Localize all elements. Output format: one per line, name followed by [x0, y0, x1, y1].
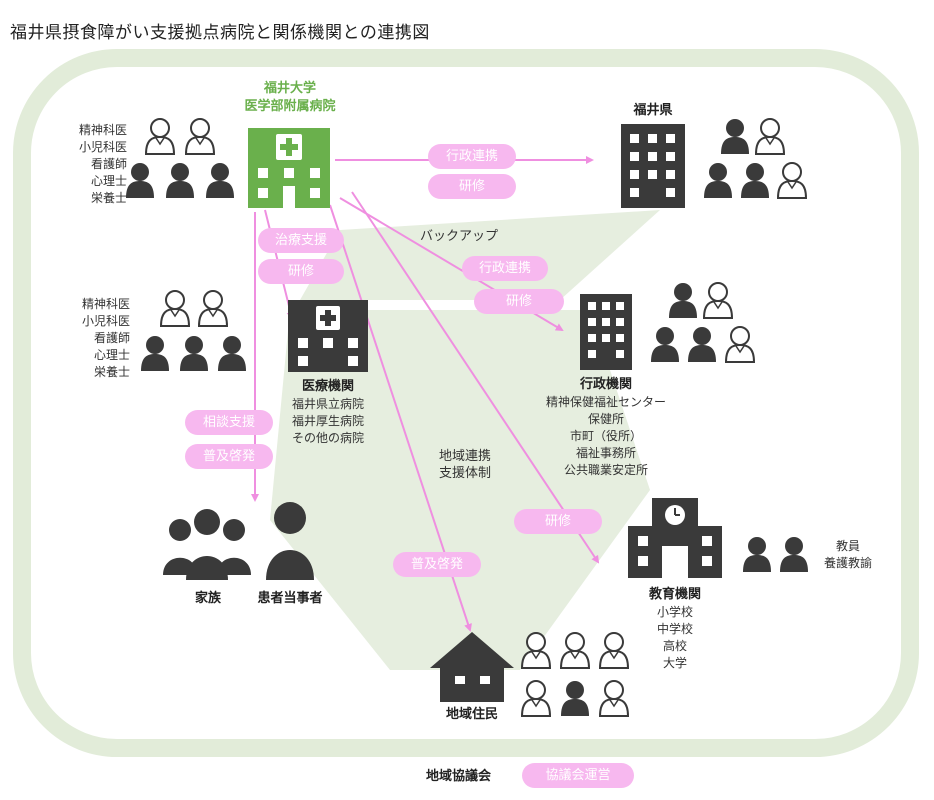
staff-item: 栄養士	[90, 191, 127, 205]
pill-treatment-support: 治療支援	[258, 228, 344, 253]
pill-admin-cooperation-mid: 行政連携	[462, 256, 548, 281]
pill-training-education: 研修	[514, 509, 602, 534]
admin-label: 行政機関	[579, 377, 632, 392]
medical-members: 福井県立病院 福井厚生病院 その他の病院	[268, 396, 388, 447]
education-members: 小学校 中学校 高校 大学	[630, 604, 720, 672]
patient-icon	[266, 502, 314, 580]
pill-training-top: 研修	[428, 174, 516, 199]
staff-item: 心理士	[93, 348, 130, 362]
medical-building-icon	[288, 300, 368, 372]
member-item: 福井県立病院	[291, 397, 364, 411]
prefecture-building-icon	[621, 124, 685, 208]
school-building-icon	[628, 498, 722, 578]
patient-label: 患者当事者	[257, 591, 323, 606]
hospital-name-line1: 福井大学	[263, 81, 316, 96]
pill-consultation-support: 相談支援	[185, 410, 273, 435]
staff-item: 教員	[835, 539, 860, 553]
member-item: 小学校	[656, 605, 693, 619]
regional-system-label: 地域連携 支援体制	[425, 448, 505, 482]
staff-item: 心理士	[90, 174, 127, 188]
staff-item: 看護師	[93, 331, 130, 345]
regional-line: 支援体制	[438, 466, 491, 481]
admin-members: 精神保健福祉センター 保健所 市町（役所） 福祉事務所 公共職業安定所	[521, 394, 691, 479]
council-pill: 協議会運営	[522, 763, 634, 788]
page-title: 福井県摂食障がい支援拠点病院と関係機関との連携図	[10, 23, 430, 43]
medical-staff-list: 精神科医 小児科医 看護師 心理士 栄養士	[60, 296, 130, 381]
member-item: 中学校	[656, 622, 693, 636]
education-label: 教育機関	[648, 587, 701, 602]
medical-label: 医療機関	[301, 379, 354, 394]
hospital-building-icon	[248, 128, 330, 208]
residents-label: 地域住民	[445, 707, 498, 722]
member-item: その他の病院	[291, 431, 364, 445]
regional-support-area	[270, 310, 650, 670]
member-item: 福祉事務所	[575, 446, 636, 460]
hospital-name-line2: 医学部附属病院	[244, 99, 336, 114]
council-label: 地域協議会	[426, 769, 492, 784]
admin-building-icon	[580, 294, 632, 370]
staff-item: 小児科医	[81, 314, 130, 328]
staff-item: 小児科医	[78, 140, 127, 154]
arrow-hospital-to-education	[351, 191, 600, 564]
pill-awareness-left: 普及啓発	[185, 444, 273, 469]
pill-awareness-center: 普及啓発	[393, 552, 481, 577]
family-group-icon	[163, 509, 251, 580]
member-item: 市町（役所）	[569, 429, 642, 443]
member-item: 公共職業安定所	[563, 463, 648, 477]
backup-label: バックアップ	[420, 229, 499, 244]
pill-admin-cooperation-top: 行政連携	[428, 144, 516, 169]
member-item: 福井厚生病院	[291, 414, 364, 428]
house-icon	[430, 632, 514, 702]
member-item: 保健所	[587, 412, 624, 426]
staff-item: 看護師	[90, 157, 127, 171]
education-staff-list: 教員 養護教諭	[808, 538, 888, 572]
staff-item: 養護教諭	[823, 556, 872, 570]
pill-training-admin: 研修	[474, 289, 564, 314]
hospital-staff-list: 精神科医 小児科医 看護師 心理士 栄養士	[55, 122, 127, 207]
member-item: 精神保健福祉センター	[545, 395, 666, 409]
pill-training-medical: 研修	[258, 259, 344, 284]
backup-area	[300, 210, 660, 300]
staff-item: 精神科医	[81, 297, 130, 311]
prefecture-label: 福井県	[633, 103, 673, 118]
staff-item: 栄養士	[93, 365, 130, 379]
family-label: 家族	[194, 591, 221, 606]
member-item: 高校	[662, 639, 687, 653]
member-item: 大学	[662, 656, 687, 670]
regional-line: 地域連携	[438, 449, 491, 464]
staff-item: 精神科医	[78, 123, 127, 137]
